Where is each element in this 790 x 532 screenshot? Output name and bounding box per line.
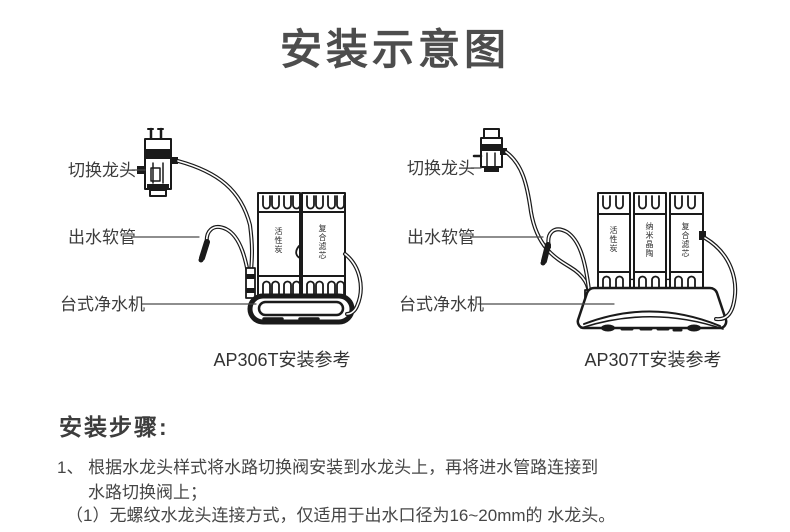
ap307t-leader-lines [470, 167, 615, 305]
ap307t-drawing [470, 128, 738, 332]
ap306t-leader-lines [131, 169, 257, 305]
ap307t-filters-icon [597, 192, 704, 291]
step-line-2: 水路切换阀上； [88, 483, 207, 502]
ap306t-base-connector-icon [245, 267, 256, 299]
ap306t-filters-icon [257, 192, 346, 297]
ap306t-label-switch-faucet: 切换龙头 [68, 161, 136, 180]
ap307t-outlet-hose-icon [540, 227, 591, 292]
ap306t-switch-valve-icon [137, 127, 178, 197]
page-title: 安装示意图 [279, 26, 510, 73]
ap306t-label-outlet-hose: 出水软管 [68, 228, 136, 247]
ap307t-filter3-text: 复合滤芯 [681, 222, 690, 258]
step-line-1: 1、 根据水龙头样式将水路切换阀安装到水龙头上，再将进水管路连接到 [57, 458, 599, 477]
ap307t-filter2-text: 纳米晶陶 [645, 222, 654, 258]
ap307t-label-machine: 台式净水机 [399, 295, 484, 314]
ap307t-label-switch-faucet: 切换龙头 [407, 159, 475, 178]
ap307t-inlet-tube-icon [504, 150, 591, 298]
ap306t-filter2-text: 复合滤芯 [318, 224, 327, 260]
ap306t-filter1-text: 活性炭 [274, 227, 283, 254]
ap306t-base-icon [247, 293, 355, 325]
step-line-3: （1）无螺纹水龙头连接方式，仅适用于出水口径为16~20mm的 水龙头。 [66, 506, 616, 525]
ap306t-label-machine: 台式净水机 [60, 295, 145, 314]
ap307t-right-tube-icon [699, 231, 738, 322]
ap306t-outlet-hose-icon [198, 225, 253, 296]
ap306t-right-tube-icon [343, 252, 363, 316]
ap307t-filter1-text: 活性炭 [609, 226, 618, 253]
ap307t-label-outlet-hose: 出水软管 [407, 228, 475, 247]
ap306t-drawing [131, 127, 363, 325]
ap307t-switch-valve-icon [472, 128, 507, 172]
ap306t-inlet-tube-icon [176, 159, 254, 274]
ap307t-caption: AP307T安装参考 [584, 350, 722, 370]
installation-diagrams-drawing [131, 127, 738, 332]
ap306t-caption: AP306T安装参考 [213, 350, 351, 370]
steps-heading: 安装步骤: [59, 414, 169, 440]
ap307t-base-icon [576, 286, 728, 332]
